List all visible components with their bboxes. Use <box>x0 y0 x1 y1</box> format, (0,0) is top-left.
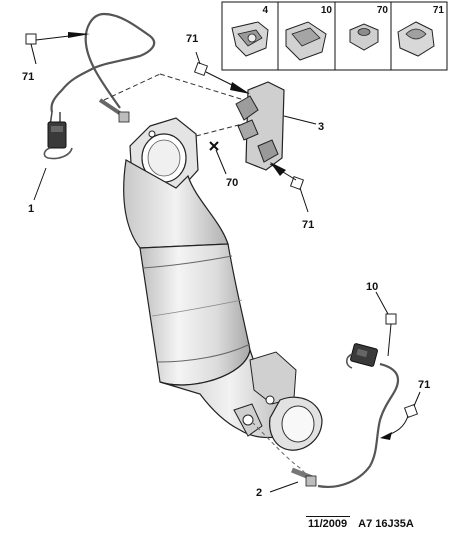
sensor-bracket <box>235 81 285 171</box>
callout-1: 1 <box>28 203 34 215</box>
callout-10: 10 <box>366 281 378 293</box>
catalytic-converter <box>123 117 323 451</box>
clip-marker-upper-left <box>25 33 37 45</box>
callout-71-lower-right: 71 <box>418 379 430 391</box>
nut-position-marker <box>209 141 227 175</box>
parts-box: 4 10 70 71 <box>221 1 448 71</box>
downstream-oxygen-sensor <box>251 343 400 488</box>
diagram-footer: 11/2009 A7 16J35A <box>306 515 414 531</box>
parts-box-ref-4: 4 <box>262 5 268 16</box>
parts-box-ref-71: 71 <box>433 5 445 16</box>
footer-reference: A7 16J35A <box>358 517 414 530</box>
footer-date: 11/2009 <box>306 516 351 530</box>
callout-70: 70 <box>226 177 238 189</box>
callout-71-mid-right: 71 <box>302 219 314 231</box>
callout-71-upper-left: 71 <box>22 71 34 83</box>
bracket-clip-part-icon <box>285 21 327 61</box>
clip-marker-top-mid <box>193 61 209 77</box>
cable-clip-part-icon <box>397 21 435 57</box>
clip-marker-lower-right <box>403 403 419 419</box>
callout-71-top-mid: 71 <box>186 33 198 45</box>
parts-box-ref-70: 70 <box>377 5 389 16</box>
callout-2: 2 <box>256 487 262 499</box>
clip-part-icon <box>231 21 269 57</box>
nut-part-icon <box>349 23 379 51</box>
parts-box-ref-10: 10 <box>321 5 333 16</box>
callout-3: 3 <box>318 121 324 133</box>
clip-marker-ref-10 <box>385 313 397 325</box>
clip-marker-mid-right <box>289 175 305 191</box>
upstream-oxygen-sensor <box>43 12 156 160</box>
